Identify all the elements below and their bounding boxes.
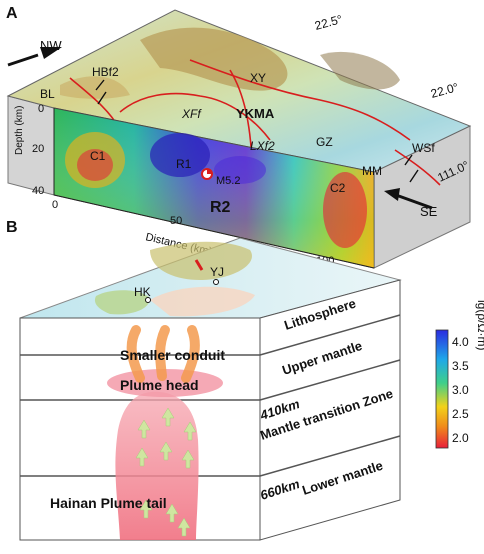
label-plume-head: Plume head [120,377,199,393]
panel-b: B HK YJ Smaller conduit Plume head Haina… [6,219,402,541]
yj-label: YJ [210,265,224,279]
topography-map [6,9,472,173]
nw-label: NW [40,38,62,53]
distance-axis-line [53,194,375,269]
panel-b-letter: B [6,219,18,236]
hk-station-icon [145,297,151,303]
slip-arrow-wsfb-icon [409,169,419,183]
colorbar-title: lg(ρ/Ω·m) [475,300,484,350]
c2-label: C2 [330,181,346,195]
lat-upper-label: 22.5° [313,12,344,33]
hbf2-label: HBf2 [92,65,119,79]
yj-station-icon [213,279,219,285]
hainan-island [94,290,150,315]
xy-label: XY [250,71,266,85]
panel-a-letter: A [6,5,18,22]
colorbar-tick-3-5: 3.5 [452,359,469,373]
depth-tick-40: 40 [32,185,44,197]
slip-arrow-wsf-icon [404,154,413,166]
colorbar-tick-2-5: 2.5 [452,407,469,421]
boundary-lithosphere-side [259,314,401,356]
xff-label: XFf [181,107,202,121]
se-label: SE [420,204,438,219]
lat-lower-label: 22.0° [429,80,460,101]
surface-anomaly [150,286,255,317]
panel-a: A NW SE 22.5° 22.0° 111.0° BL HBf2 XY YK… [6,5,472,269]
slip-arrow-hbf2-icon [95,79,105,91]
c1-label: C1 [90,149,106,163]
se-arrow-icon [395,193,433,210]
nw-arrowhead-icon [40,47,62,59]
flow-arrow-icon [165,503,179,523]
wsf-label: WSf [412,141,435,155]
se-arrowhead-icon [384,188,400,201]
m52-label: M5.2 [216,175,240,187]
flow-arrow-icon [161,407,175,427]
slip-arrow-hbf2b-icon [97,91,107,105]
nw-arrow-icon [7,53,39,67]
label-smaller-conduit: Smaller conduit [120,347,225,363]
anomaly-r1 [150,133,210,177]
smaller-conduit-mid [155,325,170,381]
anomaly-c2 [323,172,367,248]
island-land [150,241,252,280]
depth-tick-20: 20 [32,143,44,155]
yj-fault-marker [194,259,204,271]
anomaly-c1-core [77,149,113,181]
colorbar-tick-3-0: 3.0 [452,383,469,397]
lxf2-label: LXf2 [250,139,275,153]
depth-tick-0: 0 [38,103,44,115]
highland-area-west [60,76,130,99]
smaller-conduit-left [126,325,145,383]
fault-wsf [394,149,441,186]
plume-tail [115,391,199,540]
flow-arrow-icon [177,517,191,537]
gz-label: GZ [316,135,333,149]
flow-arrow-icon [139,499,153,519]
highland-area [140,27,288,91]
highland-area-east [320,51,400,90]
ykma-label: YKMA [236,106,275,121]
colorbar-tick-4-0: 4.0 [452,335,469,349]
bl-label: BL [40,87,55,101]
depth-axis-title: Depth (km) [14,106,25,155]
colorbar-tick-2-0: 2.0 [452,431,469,445]
anomaly-r2-shallow [214,156,266,184]
r1-label: R1 [176,157,192,171]
earthquake-quadrant-icon [207,169,212,174]
resistivity-section-depth [54,108,374,268]
boundary-410-side [259,359,401,401]
flow-arrow-icon [181,449,195,469]
fault-xff [119,92,271,141]
fault-ykma [189,59,411,141]
plume-flow-arrows [135,407,197,537]
colorbar: lg(ρ/Ω·m) 4.0 3.5 3.0 2.5 2.0 [435,300,484,449]
flow-arrow-icon [183,421,197,441]
mm-label: MM [362,164,382,178]
r2-label: R2 [210,199,231,216]
boundary-660-side [259,435,401,477]
colorbar-ramp [435,329,449,449]
distance-tick-50: 50 [170,215,182,227]
label-plume-tail: Hainan Plume tail [50,495,167,511]
flow-arrow-icon [137,419,151,439]
distance-tick-0: 0 [52,199,58,211]
smaller-conduit-right [181,325,200,383]
flow-arrow-icon [135,447,149,467]
flow-arrow-icon [159,441,173,461]
hk-label: HK [134,285,151,299]
